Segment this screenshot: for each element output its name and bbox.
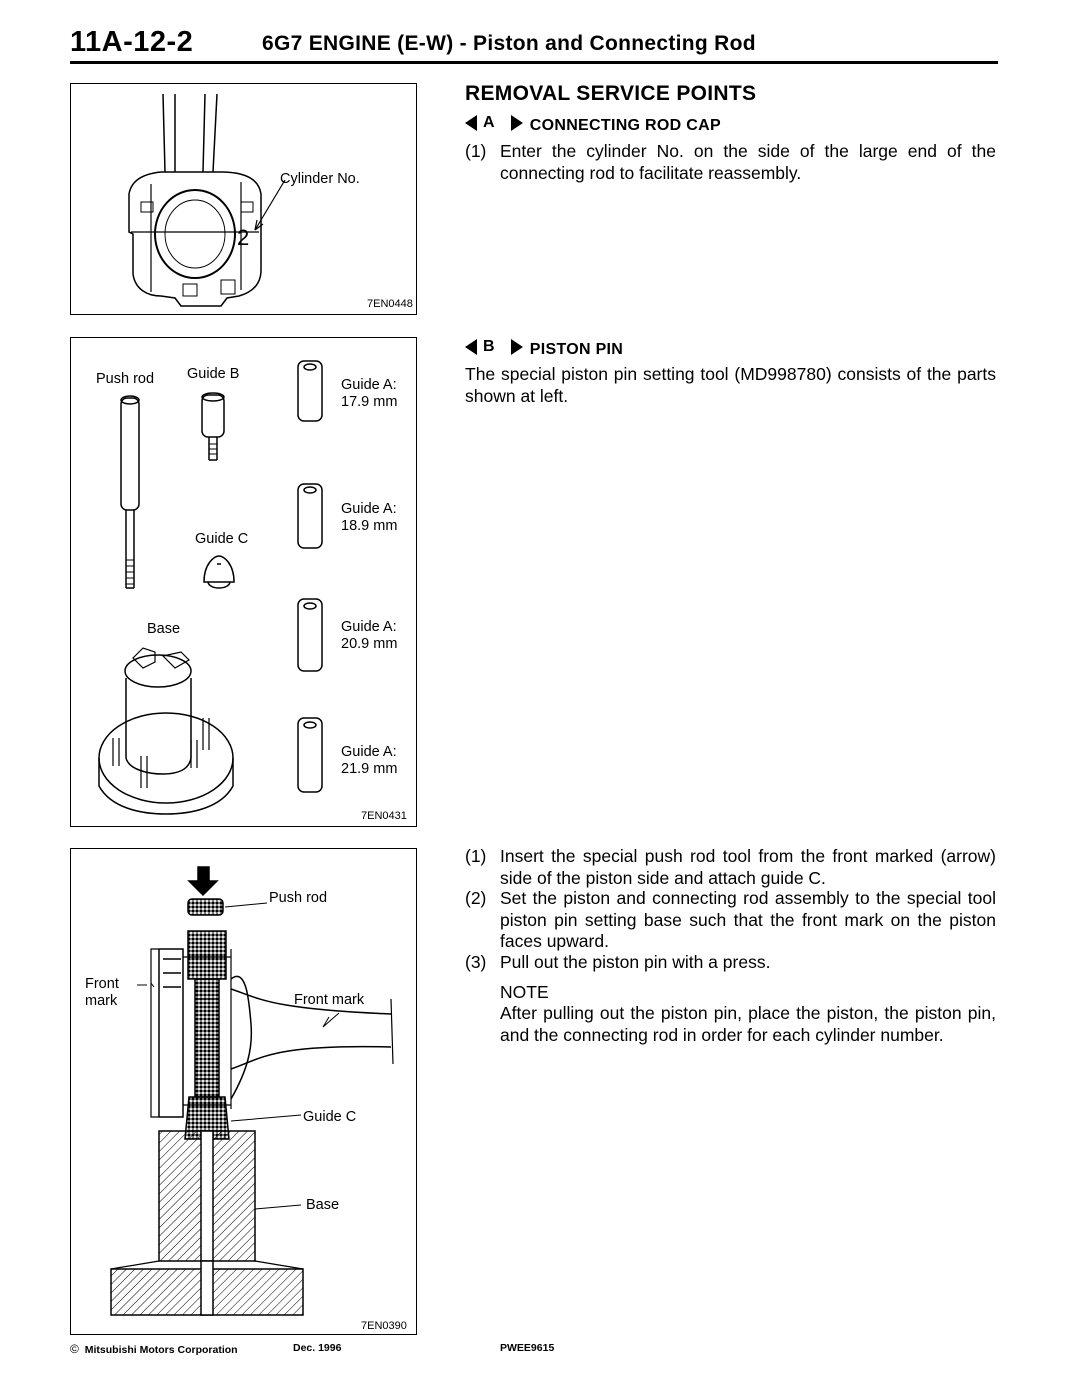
subsection-b-title: PISTON PIN (529, 340, 624, 358)
guide-c-part (203, 555, 235, 589)
base-label: Base (306, 1197, 340, 1213)
subsection-a-title: CONNECTING ROD CAP (529, 116, 721, 134)
item-number: (2) (465, 888, 487, 908)
guide-a-1-size: 17.9 mm (341, 394, 398, 410)
front-label: Front (85, 976, 119, 992)
subsection-b-item-3: (3) Pull out the piston pin with a press… (465, 952, 996, 974)
push-rod-label: Push rod (96, 371, 155, 387)
tag-a-icon (465, 114, 523, 137)
tag-a-letter: A (483, 114, 495, 131)
tag-b-icon (465, 338, 523, 361)
footer-company: Mitsubishi Motors Corporation (84, 1344, 238, 1356)
copyright-icon: © (70, 1342, 79, 1356)
push-rod-label: Push rod (269, 890, 328, 906)
item-text: Enter the cylinder No. on the side of th… (500, 141, 996, 183)
item-number: (3) (465, 952, 487, 972)
subsection-a-item: (1) Enter the cylinder No. on the side o… (465, 141, 996, 185)
subsection-b-heading: B PISTON PIN (465, 338, 623, 361)
guide-a-1-name: Guide A: (341, 377, 397, 393)
figure-code: 7EN0390 (361, 1320, 407, 1332)
page-number: 11A-12-2 (70, 26, 194, 58)
base-part (98, 647, 234, 815)
item-number: (1) (465, 846, 487, 866)
footer-doc-code: PWEE9615 (500, 1342, 555, 1354)
item-text: Pull out the piston pin with a press. (500, 952, 771, 972)
cylinder-number-mark: 2 (237, 225, 250, 250)
guide-a-3-name: Guide A: (341, 619, 397, 635)
guide-a-parts (297, 360, 323, 793)
special-tool-parts-illustration (98, 360, 323, 815)
tag-b-letter: B (483, 338, 495, 355)
subsection-b-item-2: (2) Set the piston and connecting rod as… (465, 888, 996, 954)
figure-code: 7EN0431 (361, 810, 407, 822)
page-footer: © Mitsubishi Motors Corporation Dec. 199… (70, 1342, 554, 1356)
cylinder-no-label: Cylinder No. (280, 171, 360, 187)
figure-code: 7EN0448 (367, 298, 413, 310)
front-mark-label: Front mark (294, 992, 365, 1008)
note-text: After pulling out the piston pin, place … (500, 1003, 996, 1045)
guide-a-4-size: 21.9 mm (341, 761, 398, 777)
guide-c-label: Guide C (303, 1109, 357, 1125)
guide-c-label: Guide C (195, 531, 249, 547)
section-title: REMOVAL SERVICE POINTS (465, 82, 757, 105)
footer-date: Dec. 1996 (293, 1342, 342, 1354)
page-header-title: 6G7 ENGINE (E-W) - Piston and Connecting… (262, 32, 756, 55)
guide-a-2-name: Guide A: (341, 501, 397, 517)
note-label: NOTE (500, 982, 549, 1002)
connecting-rod-illustration (128, 93, 286, 307)
guide-b-label: Guide B (187, 366, 240, 382)
item-text: Set the piston and connecting rod assemb… (500, 888, 996, 951)
subsection-b-intro: The special piston pin setting tool (MD9… (465, 364, 996, 406)
subsection-a-heading: A CONNECTING ROD CAP (465, 114, 721, 137)
mark-label: mark (85, 993, 118, 1009)
subsection-b-item-1: (1) Insert the special push rod tool fro… (465, 846, 996, 890)
figure-special-tool-parts: Push rod Guide B Guide C Base Guide A: 1… (70, 337, 417, 827)
push-rod-part (120, 395, 140, 589)
item-number: (1) (465, 141, 487, 161)
guide-a-4-name: Guide A: (341, 744, 397, 760)
figure-piston-pin-removal: Push rod Front mark Front mark Guide C B… (70, 848, 417, 1335)
piston-pin-removal-illustration (110, 866, 394, 1316)
figure-connecting-rod-cap: Cylinder No. 2 7EN0448 (70, 83, 417, 315)
guide-b-part (201, 392, 225, 461)
item-text: Insert the special push rod tool from th… (500, 846, 996, 888)
base-label: Base (147, 621, 181, 637)
guide-a-3-size: 20.9 mm (341, 636, 398, 652)
guide-a-2-size: 18.9 mm (341, 518, 398, 534)
header-rule (70, 61, 998, 64)
